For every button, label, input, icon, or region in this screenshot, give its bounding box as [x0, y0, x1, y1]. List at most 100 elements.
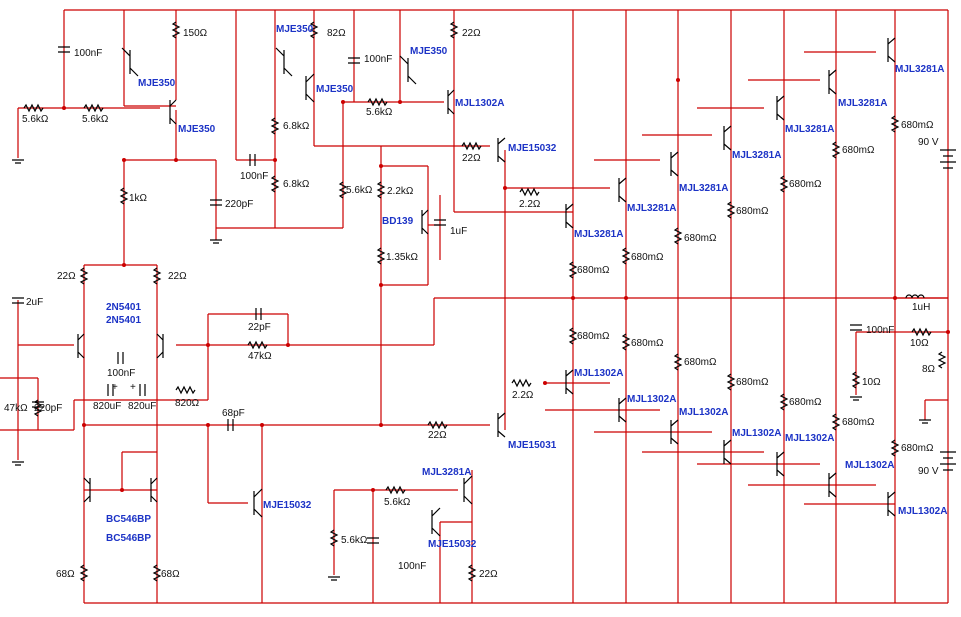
component-label: 100nF: [74, 48, 102, 59]
component-label: 1.35kΩ: [386, 252, 418, 263]
component-label: 2.2kΩ: [387, 186, 414, 197]
component-label: 5.6kΩ: [22, 114, 49, 125]
component-label: 220pF: [225, 199, 253, 210]
transistor-symbols: [77, 37, 896, 537]
transistor-label: MJL3281A: [627, 203, 676, 214]
component-label: 100nF: [398, 561, 426, 572]
component-label: 680mΩ: [842, 417, 875, 428]
component-label: 22Ω: [462, 153, 481, 164]
component-label: 680mΩ: [577, 331, 610, 342]
component-label: 47kΩ: [4, 403, 28, 414]
transistor-label: BC546BP: [106, 533, 151, 544]
transistor-label: 2N5401: [106, 315, 141, 326]
transistor-label: MJL1302A: [574, 368, 623, 379]
transistor-label: MJL1302A: [785, 433, 834, 444]
component-label: 680mΩ: [789, 397, 822, 408]
transistor-label: MJL1302A: [679, 407, 728, 418]
component-label: 680mΩ: [577, 265, 610, 276]
component-label: 680mΩ: [901, 120, 934, 131]
component-label: 22pF: [248, 322, 271, 333]
transistor-label: MJE350: [178, 124, 216, 135]
component-label: 6.8kΩ: [283, 179, 310, 190]
component-label: 680mΩ: [736, 377, 769, 388]
component-label: 100nF: [364, 54, 392, 65]
transistor-label: BD139: [382, 216, 414, 227]
component-label: 680mΩ: [684, 233, 717, 244]
component-label: 680mΩ: [631, 338, 664, 349]
polarity-mark: +: [112, 382, 118, 393]
component-label: 22Ω: [462, 28, 481, 39]
transistor-label: MJE350: [316, 84, 354, 95]
component-label: 680mΩ: [684, 357, 717, 368]
capacitors: [12, 46, 862, 544]
component-label: 90 V: [918, 466, 939, 477]
component-label: 680mΩ: [736, 206, 769, 217]
component-label: 680mΩ: [842, 145, 875, 156]
component-label: 2.2Ω: [519, 199, 541, 210]
transistor-label: MJL3281A: [732, 150, 781, 161]
component-label: 680mΩ: [789, 179, 822, 190]
component-label: 90 V: [918, 137, 939, 148]
transistor-label: MJL3281A: [574, 229, 623, 240]
component-label: 220pF: [34, 403, 62, 414]
component-label: 22Ω: [428, 430, 447, 441]
resistors: [23, 21, 947, 582]
component-label: 10Ω: [910, 338, 929, 349]
component-label: 1uH: [912, 302, 930, 313]
component-label: 22Ω: [57, 271, 76, 282]
transistor-label: MJL1302A: [898, 506, 947, 517]
component-label: 100nF: [240, 171, 268, 182]
junctions: [62, 78, 950, 492]
transistor-label: MJL1302A: [845, 460, 894, 471]
transistor-label: MJE15032: [508, 143, 557, 154]
component-label: 680mΩ: [901, 443, 934, 454]
component-label: 680mΩ: [631, 252, 664, 263]
component-label: 68Ω: [56, 569, 75, 580]
transistor-label: MJL3281A: [422, 467, 471, 478]
transistor-label: MJL3281A: [785, 124, 834, 135]
component-label: 68pF: [222, 408, 245, 419]
component-label: 2uF: [26, 297, 43, 308]
component-label: 100nF: [866, 325, 894, 336]
transistor-label: 2N5401: [106, 302, 141, 313]
component-label: 5.6kΩ: [346, 185, 373, 196]
component-labels: 150Ω 100nF 5.6kΩ 5.6kΩ 82Ω 100nF 22Ω 5.6kΩ 6.8kΩ…: [4, 28, 939, 580]
component-label: 2.2Ω: [512, 390, 534, 401]
transistor-label: MJE15031: [508, 440, 557, 451]
component-label: 82Ω: [327, 28, 346, 39]
component-label: 1kΩ: [129, 193, 148, 204]
transistor-label: MJE350: [138, 78, 176, 89]
transistor-label: MJL1302A: [627, 394, 676, 405]
transistor-label: MJE350: [410, 46, 448, 57]
component-label: 5.6kΩ: [341, 535, 368, 546]
component-label: 22Ω: [168, 271, 187, 282]
component-label: 820uF: [93, 401, 121, 412]
component-label: 68Ω: [161, 569, 180, 580]
transistor-label: BC546BP: [106, 514, 151, 525]
component-label: 820uF: [128, 401, 156, 412]
transistor-label: MJL1302A: [732, 428, 781, 439]
power-sources: [905, 149, 956, 471]
polarity-marks: ++: [112, 382, 136, 393]
transistor-label: MJL3281A: [895, 64, 944, 75]
transistor-label: MJE350: [276, 24, 314, 35]
component-label: 100nF: [107, 368, 135, 379]
transistor-label: MJL3281A: [838, 98, 887, 109]
transistor-label: MJL3281A: [679, 183, 728, 194]
component-label: 820Ω: [175, 398, 200, 409]
component-label: 22Ω: [479, 569, 498, 580]
grounds: [12, 159, 931, 581]
component-label: 150Ω: [183, 28, 208, 39]
component-label: 10Ω: [862, 377, 881, 388]
component-label: 6.8kΩ: [283, 121, 310, 132]
component-label: 5.6kΩ: [82, 114, 109, 125]
component-label: 47kΩ: [248, 351, 272, 362]
polarity-mark: +: [130, 382, 136, 393]
transistor-label: MJL1302A: [455, 98, 504, 109]
component-label: 5.6kΩ: [384, 497, 411, 508]
component-label: 8Ω: [922, 364, 936, 375]
transistor-label: MJE15032: [263, 500, 312, 511]
transistor-label: MJE15032: [428, 539, 477, 550]
component-label: 1uF: [450, 226, 467, 237]
